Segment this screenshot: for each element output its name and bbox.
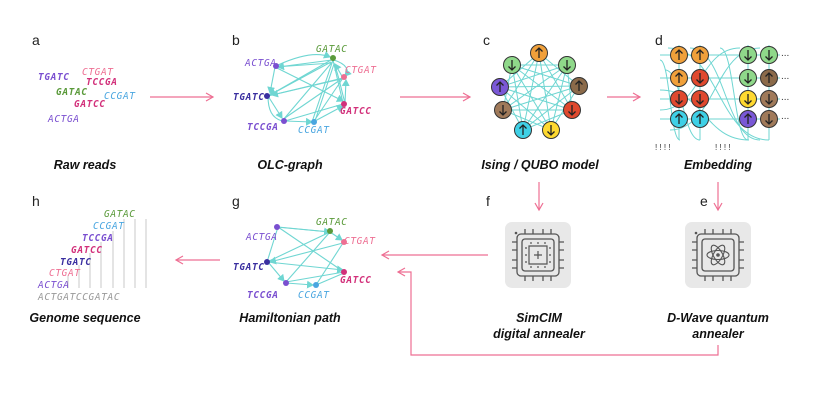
raw-read: GATAC (56, 87, 88, 98)
path-node-label: GATAC (316, 217, 348, 228)
path-node-label: ACTGA (245, 232, 278, 243)
raw-read: TCCGA (86, 77, 118, 88)
svg-text:...: ... (781, 48, 789, 59)
olc-graph: GATAC CTGAT ACTGA TGATC GATCC TCCGA CCGA… (233, 44, 377, 136)
raw-read: CTGAT (82, 67, 114, 78)
graph-node-label: GATAC (316, 44, 348, 55)
assembly-row: GATAC (104, 209, 136, 220)
svg-text:...: ... (781, 111, 789, 122)
panel-label-b: b (232, 32, 240, 48)
caption-simcim-line2: digital annealer (493, 327, 586, 341)
assembly-row: CTGAT (49, 268, 81, 279)
path-node-label: CCGAT (298, 290, 330, 301)
graph-node-label: CCGAT (298, 125, 330, 136)
caption-dwave-line1: D-Wave quantum (667, 311, 769, 325)
graph-node-label: TCCGA (247, 122, 279, 133)
caption-genome-sequence: Genome sequence (29, 311, 140, 325)
graph-node-label: GATCC (340, 106, 372, 117)
graph-node-label: CTGAT (345, 65, 377, 76)
panel-label-e: e (700, 193, 708, 209)
panel-label-f: f (486, 193, 490, 209)
assembly-row: TCCGA (82, 233, 114, 244)
panel-label-c: c (483, 32, 490, 48)
path-node-label: TCCGA (247, 290, 279, 301)
caption-raw-reads: Raw reads (54, 158, 117, 172)
assembly-row: TGATC (60, 257, 92, 268)
svg-text:! ! ! !: ! ! ! ! (655, 143, 671, 152)
panel-label-d: d (655, 32, 663, 48)
raw-read: CCGAT (104, 91, 136, 102)
assembly-row: GATCC (71, 245, 103, 256)
panel-label-h: h (32, 193, 40, 209)
raw-read: TGATC (38, 72, 70, 83)
genome-assembly: GATAC CCGAT TCCGA GATCC TGATC CTGAT ACTG… (37, 209, 147, 303)
path-node-label: CTGAT (344, 236, 376, 247)
simcim-chip-icon (504, 221, 572, 289)
graph-node-label: TGATC (233, 92, 265, 103)
dwave-chip-icon (684, 221, 752, 289)
svg-text:...: ... (781, 92, 789, 103)
caption-simcim-line1: SimCIM (516, 311, 562, 325)
arrow-e-to-g (396, 267, 719, 356)
raw-reads-panel: CTGAT TGATC TCCGA GATAC CCGAT GATCC ACTG… (38, 67, 136, 125)
assembly-row: CCGAT (93, 221, 125, 232)
svg-text:! ! ! !: ! ! ! ! (715, 143, 731, 152)
raw-read: ACTGA (47, 114, 80, 125)
caption-ising-qubo: Ising / QUBO model (481, 158, 599, 172)
raw-read: GATCC (74, 99, 106, 110)
svg-text:...: ... (781, 71, 789, 82)
caption-dwave-line2: annealer (692, 327, 745, 341)
path-node-label: GATCC (340, 275, 372, 286)
hamiltonian-path-graph: GATAC CTGAT ACTGA TGATC GATCC TCCGA CCGA… (233, 217, 376, 301)
assembly-row: ACTGA (37, 280, 70, 291)
panel-label-g: g (232, 193, 240, 209)
path-node-label: TGATC (233, 262, 265, 273)
caption-olc-graph: OLC-graph (257, 158, 323, 172)
caption-embedding: Embedding (684, 158, 752, 172)
caption-hamiltonian-path: Hamiltonian path (239, 311, 341, 325)
panel-label-a: a (32, 32, 40, 48)
embedding-grid: ... ... ... ... ! ! ! ! ! ! ! ! (655, 45, 789, 152)
ising-model (491, 44, 588, 139)
assembled-sequence: ACTGATCCGATAC (37, 292, 120, 303)
graph-node-label: ACTGA (244, 58, 277, 69)
